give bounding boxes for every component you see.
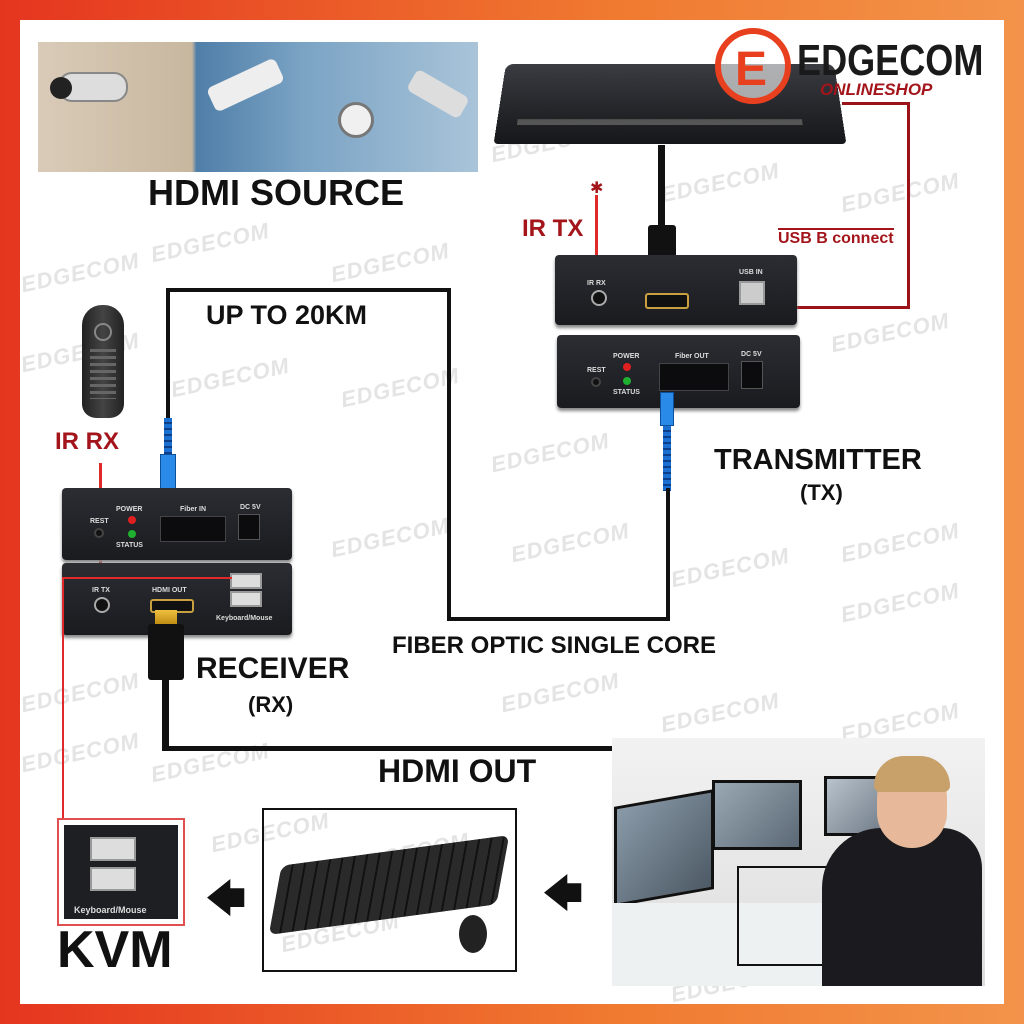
ir-emitter-icon: ✱ [590,180,604,197]
mouse-image [459,915,487,953]
watermark: EDGECOM [20,247,142,298]
watermark: EDGECOM [328,512,452,563]
hdmi-out-label: HDMI OUT [378,753,537,789]
ir-remote-image [82,305,124,418]
diagram-canvas: EDGECOM EDGECOM EDGECOM EDGECOM EDGECOM … [20,20,1004,1004]
ir-rx-label: IR RX [55,428,120,455]
watermark: EDGECOM [328,237,452,288]
edgecom-logo: E EDGECOM ONLINESHOP [715,26,995,106]
receiver-label: RECEIVER [196,652,350,685]
arrow-left-icon: 🡄 [205,877,247,921]
keyboard-mouse-box [262,808,517,972]
watermark: EDGECOM [498,667,622,718]
watermark: EDGECOM [20,667,142,718]
rx-label: (RX) [248,692,294,717]
fiber-optic-label: FIBER OPTIC SINGLE CORE [392,632,717,659]
watermark: EDGECOM [20,727,142,778]
watermark: EDGECOM [148,217,272,268]
transmitter-top-panel: IR RX USB IN [555,255,797,325]
watermark: EDGECOM [668,542,792,593]
receiver-top-panel: REST POWER STATUS Fiber IN DC 5V [62,488,292,560]
transmitter-bottom-panel: REST POWER STATUS Fiber OUT DC 5V [557,335,800,408]
kvm-usb-panel: Keyboard/Mouse [57,818,185,926]
watermark: EDGECOM [338,362,462,413]
watermark: EDGECOM [838,517,962,568]
operator-monitors-image [612,738,985,986]
hdmi-source-label: HDMI SOURCE [148,172,405,213]
usb-b-connect-label: USB B connect [778,228,894,247]
transmitter-label: TRANSMITTER [714,444,922,476]
cctv-cameras-image [38,42,478,172]
watermark: EDGECOM [658,157,782,208]
watermark: EDGECOM [838,167,962,218]
watermark: EDGECOM [658,687,782,738]
kvm-label: KVM [57,921,173,979]
hdmi-out-connector [148,624,184,680]
tx-label: (TX) [800,480,843,505]
watermark: EDGECOM [488,427,612,478]
watermark: EDGECOM [508,517,632,568]
up-to-20km-label: UP TO 20KM [206,300,368,330]
arrow-left-icon: 🡄 [542,872,584,916]
watermark: EDGECOM [838,577,962,628]
watermark: EDGECOM [828,307,952,358]
watermark: EDGECOM [168,352,292,403]
ir-tx-label: IR TX [522,215,584,242]
